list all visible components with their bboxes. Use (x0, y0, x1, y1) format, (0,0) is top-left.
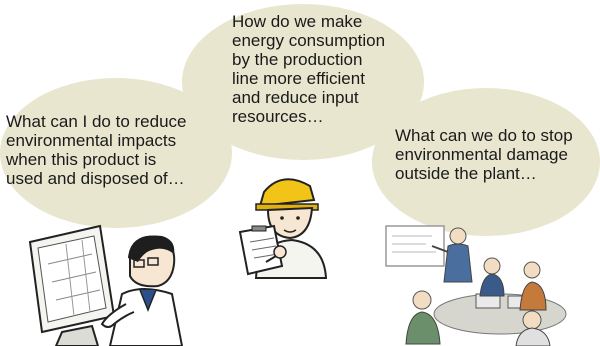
bubble-line: environmental impacts (6, 131, 177, 150)
bubble-line: outside the plant… (395, 164, 537, 183)
bubble-line: used and disposed of… (6, 169, 185, 188)
bubble-line: environmental damage (395, 145, 568, 164)
office-meeting-icon (385, 225, 567, 346)
bubble-line: resources… (232, 107, 324, 126)
center-bubble-text: How do we make energy consumption by the… (232, 12, 385, 126)
worker-with-clipboard-icon (238, 178, 328, 279)
right-bubble-text: What can we do to stop environmental dam… (395, 126, 573, 183)
center-thought-bubble (182, 4, 424, 160)
bubble-line: by the production (232, 50, 363, 69)
bubble-line: What can I do to reduce (6, 112, 187, 131)
bubble-line: line more efficient (232, 69, 365, 88)
bubble-line: when this product is (6, 150, 157, 169)
left-bubble-text: What can I do to reduce environmental im… (6, 112, 187, 188)
bubble-line: What can we do to stop (395, 126, 573, 145)
bubble-line: How do we make (232, 12, 363, 31)
bubble-line: and reduce input (232, 88, 359, 107)
designer-at-computer-icon (28, 224, 184, 346)
bubble-line: energy consumption (232, 31, 386, 50)
